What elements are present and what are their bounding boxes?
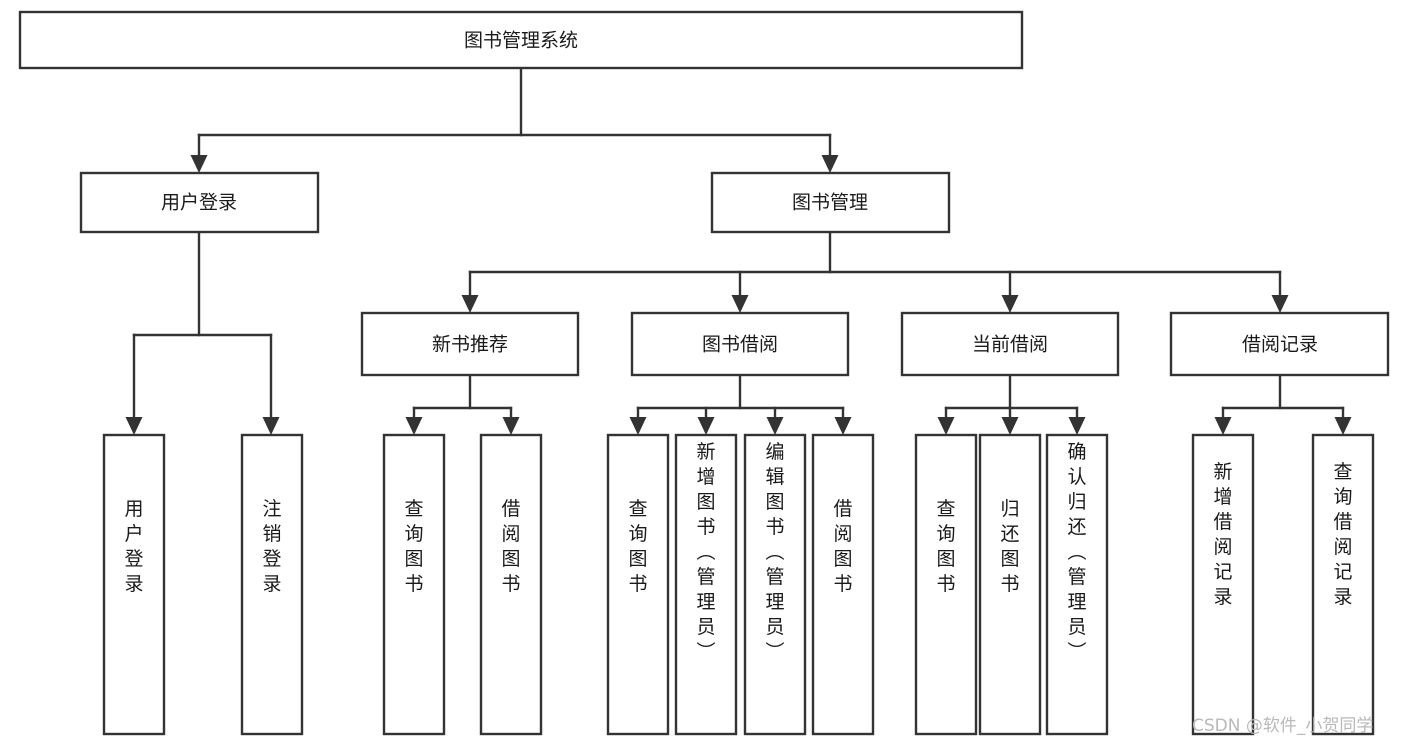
node-leaf-add-book-label: 新增图书︵管理员︶ [696, 441, 715, 663]
node-new-book-recommend-box[interactable] [360, 311, 580, 377]
node-leaf-query-book-3[interactable]: 查询图书 [914, 433, 978, 736]
node-leaf-confirm-return[interactable]: 确认归还︵管理员︶ [1045, 433, 1109, 736]
node-leaf-query-record-label: 查询借阅记录 [1333, 461, 1352, 608]
node-book-manage-box[interactable] [710, 171, 951, 234]
node-leaf-query-book-1-label: 查询图书 [404, 498, 423, 595]
arrowhead-leaf-user-login [125, 417, 143, 435]
node-leaf-query-record[interactable]: 查询借阅记录 [1311, 433, 1375, 736]
arrowhead-leaf-add-record [1214, 417, 1232, 435]
node-leaf-user-logout-box[interactable] [240, 433, 304, 736]
node-book-manage-label: 图书管理 [792, 192, 868, 214]
node-leaf-add-record-label: 新增借阅记录 [1213, 461, 1232, 608]
arrowhead-leaf-return-book [1001, 417, 1019, 435]
node-root-label: 图书管理系统 [464, 30, 578, 52]
node-current-borrow-label: 当前借阅 [972, 334, 1048, 356]
arrowhead-leaf-user-logout [262, 417, 280, 435]
node-root[interactable]: 图书管理系统 [18, 10, 1024, 70]
node-leaf-borrow-book-2-label: 借阅图书 [833, 498, 852, 595]
node-leaf-user-logout[interactable]: 注销登录 [240, 433, 304, 736]
node-leaf-query-book-1-box[interactable] [382, 433, 446, 736]
node-leaf-query-book-1[interactable]: 查询图书 [382, 433, 446, 736]
node-user-login-box[interactable] [79, 171, 320, 234]
arrowhead-current-borrow [1001, 295, 1019, 313]
node-leaf-borrow-book-2[interactable]: 借阅图书 [811, 433, 875, 736]
node-new-book-recommend[interactable]: 新书推荐 [360, 311, 580, 377]
arrowhead-leaf-borrow-book-1 [502, 417, 520, 435]
node-leaf-add-record[interactable]: 新增借阅记录 [1191, 433, 1255, 736]
node-leaf-add-record-box[interactable] [1191, 433, 1255, 736]
node-leaf-confirm-return-label: 确认归还︵管理员︶ [1067, 441, 1086, 663]
node-user-login-label: 用户登录 [161, 192, 237, 214]
node-borrow-record[interactable]: 借阅记录 [1169, 311, 1390, 377]
node-leaf-return-book-box[interactable] [978, 433, 1042, 736]
node-leaf-edit-book[interactable]: 编辑图书︵管理员︶ [743, 433, 807, 736]
node-leaf-query-book-2-label: 查询图书 [628, 498, 647, 595]
node-leaf-confirm-return-box[interactable] [1045, 433, 1109, 736]
node-leaf-borrow-book-1-label: 借阅图书 [501, 498, 520, 595]
node-book-borrow[interactable]: 图书借阅 [630, 311, 850, 377]
node-book-borrow-label: 图书借阅 [702, 334, 778, 356]
node-leaf-user-logout-label: 注销登录 [262, 498, 281, 595]
arrowhead-user-login [190, 155, 208, 173]
node-current-borrow-box[interactable] [900, 311, 1120, 377]
watermark: CSDN @软件_小贺同学 [1192, 716, 1373, 736]
node-leaf-user-login-label: 用户登录 [124, 498, 143, 595]
node-book-manage[interactable]: 图书管理 [710, 171, 951, 234]
connector-layer [125, 66, 1352, 435]
node-leaf-return-book[interactable]: 归还图书 [978, 433, 1042, 736]
node-leaf-query-book-3-label: 查询图书 [936, 498, 955, 595]
node-leaf-borrow-book-2-box[interactable] [811, 433, 875, 736]
node-root-box[interactable] [18, 10, 1024, 70]
node-borrow-record-label: 借阅记录 [1242, 334, 1318, 356]
arrowhead-leaf-borrow-book-2 [834, 417, 852, 435]
node-book-borrow-box[interactable] [630, 311, 850, 377]
node-leaf-query-record-box[interactable] [1311, 433, 1375, 736]
arrowhead-leaf-edit-book [766, 417, 784, 435]
arrowhead-leaf-query-book-3 [937, 417, 955, 435]
node-leaf-return-book-label: 归还图书 [1000, 498, 1019, 595]
node-leaf-query-book-2-box[interactable] [606, 433, 670, 736]
node-leaf-add-book-box[interactable] [674, 433, 738, 736]
node-leaf-edit-book-box[interactable] [743, 433, 807, 736]
node-user-login[interactable]: 用户登录 [79, 171, 320, 234]
arrowhead-leaf-query-book-2 [629, 417, 647, 435]
node-leaf-borrow-book-1[interactable]: 借阅图书 [479, 433, 543, 736]
node-leaf-borrow-book-1-box[interactable] [479, 433, 543, 736]
arrowhead-book-borrow [731, 295, 749, 313]
node-leaf-user-login-box[interactable] [102, 433, 166, 736]
node-leaf-query-book-3-box[interactable] [914, 433, 978, 736]
node-leaf-query-book-2[interactable]: 查询图书 [606, 433, 670, 736]
arrowhead-leaf-add-book [697, 417, 715, 435]
arrowhead-leaf-query-book-1 [405, 417, 423, 435]
arrowhead-book-manage [821, 155, 839, 173]
node-leaf-edit-book-label: 编辑图书︵管理员︶ [765, 441, 784, 663]
arrowhead-borrow-record [1271, 295, 1289, 313]
arrowhead-leaf-query-record [1334, 417, 1352, 435]
node-borrow-record-box[interactable] [1169, 311, 1390, 377]
node-leaf-user-login[interactable]: 用户登录 [102, 433, 166, 736]
node-current-borrow[interactable]: 当前借阅 [900, 311, 1120, 377]
node-leaf-add-book[interactable]: 新增图书︵管理员︶ [674, 433, 738, 736]
arrowhead-new-book-recommend [461, 295, 479, 313]
arrowhead-leaf-confirm-return [1068, 417, 1086, 435]
node-new-book-recommend-label: 新书推荐 [432, 334, 508, 356]
